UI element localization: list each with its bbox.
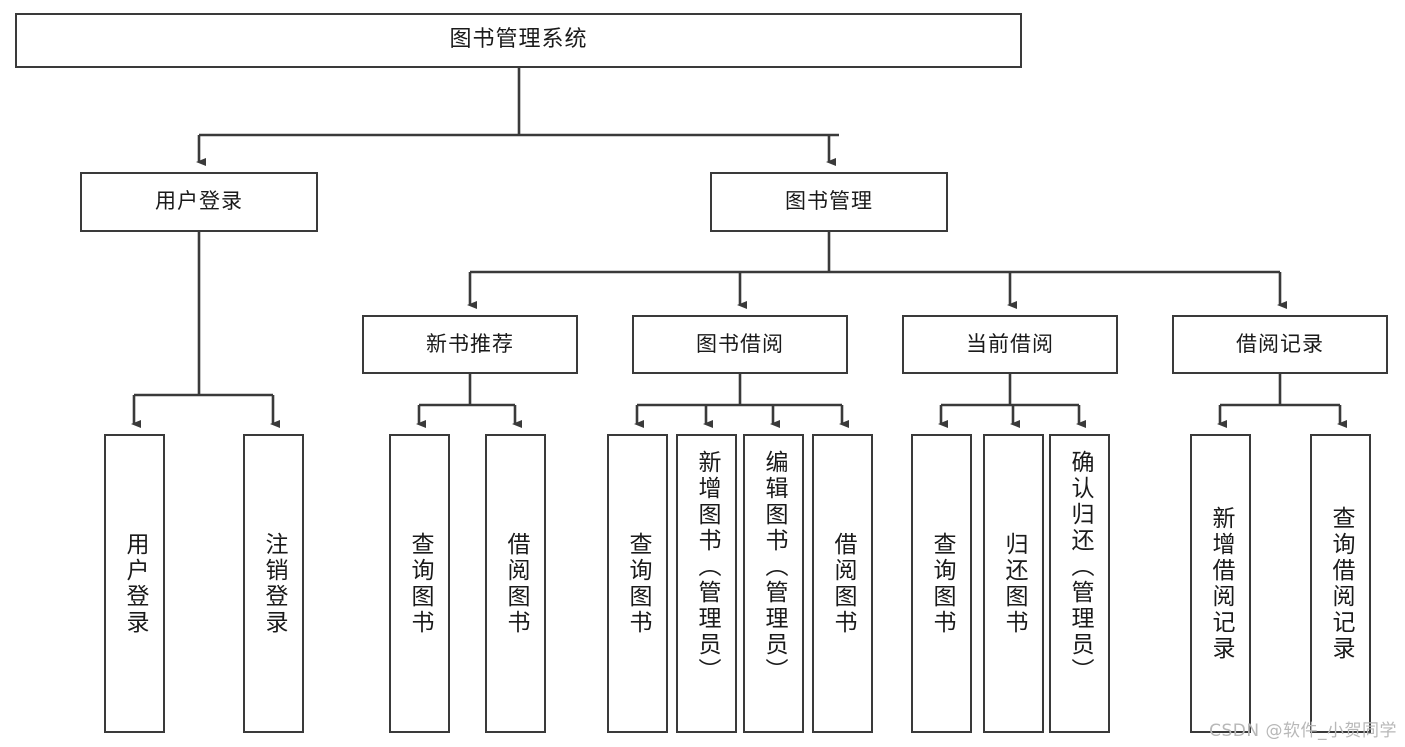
node-leaf-rec-query-record[interactable]: 查询借阅记录 — [1310, 434, 1371, 733]
node-leaf-cur-query-book[interactable]: 查询图书 — [911, 434, 972, 733]
node-new-book-rec-label: 新书推荐 — [426, 331, 514, 356]
node-book-borrow-label: 图书借阅 — [696, 331, 784, 356]
node-leaf-borrow-add-book-label: 新增图书（管理员） — [694, 450, 720, 684]
watermark-text: CSDN @软件_小贺同学 — [1209, 721, 1397, 741]
node-book-manage-label: 图书管理 — [785, 189, 873, 214]
node-current-borrow[interactable]: 当前借阅 — [902, 315, 1118, 374]
node-user-login[interactable]: 用户登录 — [80, 172, 318, 232]
node-leaf-user-logout-label: 注销登录 — [261, 531, 287, 636]
node-leaf-borrow-lend-book[interactable]: 借阅图书 — [812, 434, 873, 733]
node-leaf-cur-return-book-label: 归还图书 — [1001, 531, 1027, 636]
node-leaf-borrow-query-book-label: 查询图书 — [625, 531, 651, 636]
node-book-borrow[interactable]: 图书借阅 — [632, 315, 848, 374]
node-leaf-user-logout[interactable]: 注销登录 — [243, 434, 304, 733]
node-root-label: 图书管理系统 — [449, 27, 588, 53]
node-leaf-rec-borrow-book[interactable]: 借阅图书 — [485, 434, 546, 733]
node-leaf-borrow-lend-book-label: 借阅图书 — [830, 531, 856, 636]
node-borrow-record-label: 借阅记录 — [1236, 331, 1324, 356]
node-leaf-cur-confirm-return-label: 确认归还（管理员） — [1067, 450, 1093, 684]
node-new-book-rec[interactable]: 新书推荐 — [362, 315, 578, 374]
node-root[interactable]: 图书管理系统 — [15, 13, 1022, 68]
node-leaf-rec-query-record-label: 查询借阅记录 — [1328, 505, 1354, 662]
node-leaf-cur-return-book[interactable]: 归还图书 — [983, 434, 1044, 733]
node-leaf-rec-query-book-label: 查询图书 — [407, 531, 433, 636]
node-leaf-rec-add-record[interactable]: 新增借阅记录 — [1190, 434, 1251, 733]
node-user-login-label: 用户登录 — [155, 189, 243, 214]
node-leaf-borrow-query-book[interactable]: 查询图书 — [607, 434, 668, 733]
node-leaf-rec-borrow-book-label: 借阅图书 — [503, 531, 529, 636]
node-leaf-borrow-edit-book[interactable]: 编辑图书（管理员） — [743, 434, 804, 733]
node-leaf-borrow-add-book[interactable]: 新增图书（管理员） — [676, 434, 737, 733]
node-leaf-rec-add-record-label: 新增借阅记录 — [1208, 505, 1234, 662]
node-leaf-cur-confirm-return[interactable]: 确认归还（管理员） — [1049, 434, 1110, 733]
node-leaf-user-login-label: 用户登录 — [122, 531, 148, 636]
node-current-borrow-label: 当前借阅 — [966, 331, 1054, 356]
node-book-manage[interactable]: 图书管理 — [710, 172, 948, 232]
node-leaf-user-login[interactable]: 用户登录 — [104, 434, 165, 733]
node-leaf-borrow-edit-book-label: 编辑图书（管理员） — [761, 450, 787, 684]
node-leaf-rec-query-book[interactable]: 查询图书 — [389, 434, 450, 733]
node-borrow-record[interactable]: 借阅记录 — [1172, 315, 1388, 374]
node-leaf-cur-query-book-label: 查询图书 — [929, 531, 955, 636]
